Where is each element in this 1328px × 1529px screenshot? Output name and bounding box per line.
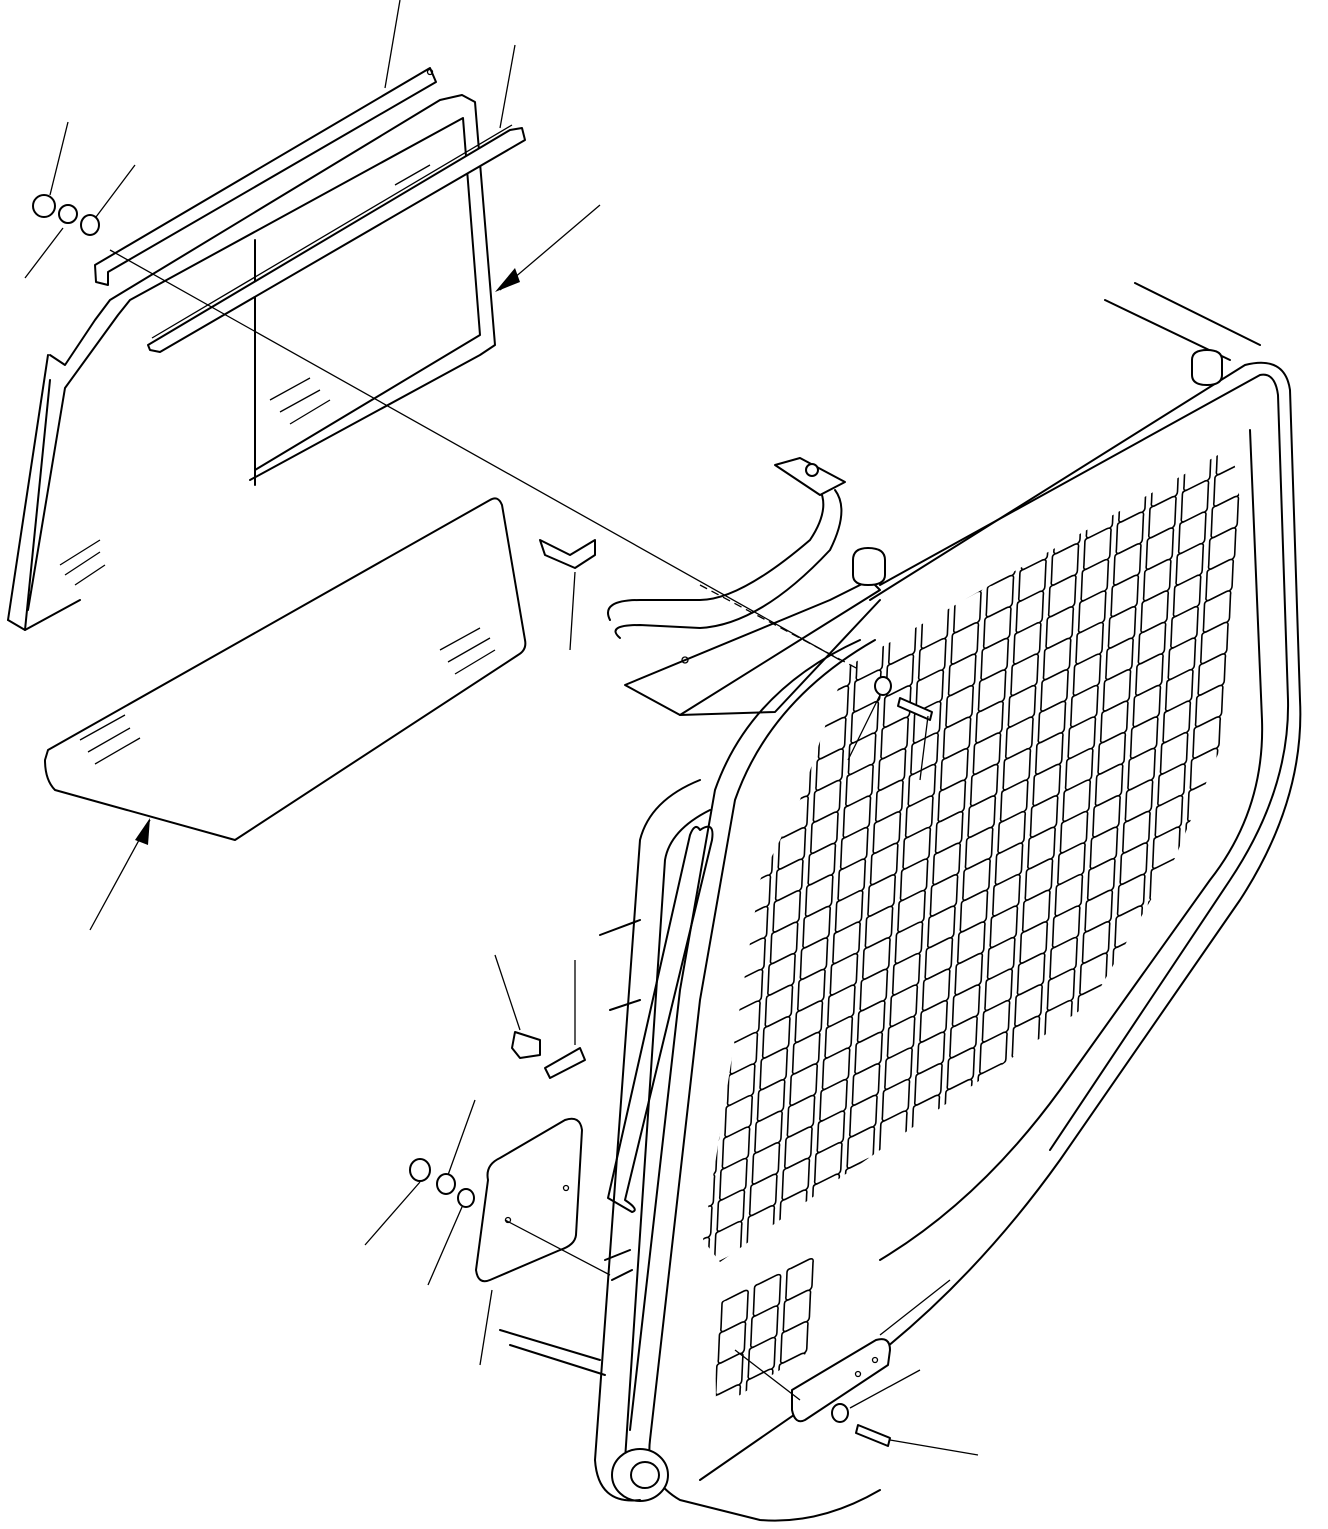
pivot-bushing <box>594 1448 669 1502</box>
mesh-cell <box>1179 873 1209 917</box>
mesh-cell <box>704 953 734 996</box>
lower-mesh-grid <box>710 1258 814 1457</box>
mesh-cell <box>864 1300 891 1341</box>
arrow-head <box>135 818 150 845</box>
mesh-cell <box>900 1220 930 1262</box>
mesh-cell <box>722 732 752 776</box>
mesh-cell <box>906 1157 936 1201</box>
mesh-cell <box>703 1110 721 1154</box>
mesh-cell <box>1171 968 1201 1011</box>
mesh-cell <box>867 1269 894 1310</box>
mesh-cell <box>908 1126 938 1169</box>
mesh-cell <box>710 1416 737 1457</box>
mesh-cell <box>1033 1125 1063 1169</box>
mesh-cell <box>669 1395 696 1436</box>
mesh-cell <box>1006 1078 1036 1122</box>
mesh-cell <box>835 1252 865 1262</box>
mesh-cell <box>703 1016 729 1059</box>
mesh-cell <box>703 1079 724 1122</box>
mesh-cell <box>1141 952 1171 996</box>
mesh-cell <box>672 1363 699 1404</box>
mesh-cell <box>834 1284 861 1325</box>
mesh-cell <box>1108 968 1138 1011</box>
mesh-cell <box>965 1188 995 1232</box>
mesh-cell <box>873 1173 903 1217</box>
mesh-cell <box>776 1220 806 1262</box>
mesh-cell <box>1103 1031 1133 1074</box>
mesh-cell <box>1123 1172 1153 1216</box>
mesh-cell <box>679 1269 706 1310</box>
mesh-cell <box>674 1332 701 1373</box>
mesh-cell <box>1095 1125 1125 1169</box>
mesh-cell <box>1106 999 1136 1043</box>
mesh-cell <box>1041 1031 1071 1075</box>
mesh-cell <box>743 1236 773 1262</box>
mesh-cell <box>703 984 731 1028</box>
mesh-cell <box>757 685 787 729</box>
arrow-head <box>495 268 520 292</box>
mesh-cell <box>938 1141 968 1185</box>
window-glass-lower <box>44 497 527 841</box>
mesh-cell <box>725 701 755 744</box>
mesh-cell <box>973 1094 1003 1138</box>
mesh-cell <box>1155 1157 1185 1200</box>
window-channel <box>94 67 526 353</box>
mesh-cell <box>930 1236 960 1262</box>
mesh-cell <box>993 1236 1023 1262</box>
mesh-cell <box>752 748 782 792</box>
mesh-cell <box>1176 905 1206 948</box>
mesh-cell <box>1133 1046 1163 1090</box>
mesh-cell <box>1138 983 1168 1027</box>
mesh-cell <box>785 732 815 776</box>
mesh-cell <box>1093 1157 1123 1200</box>
mesh-cell <box>841 1189 871 1232</box>
mesh-cell <box>1101 1062 1131 1106</box>
mesh-cell <box>787 701 817 744</box>
mesh-cell <box>742 1399 772 1410</box>
mesh-cell <box>1163 1062 1193 1106</box>
mesh-cell <box>903 1189 933 1232</box>
mesh-cell <box>838 1220 868 1262</box>
mesh-cell <box>1090 1188 1120 1232</box>
mesh-cell <box>1058 1204 1088 1248</box>
mesh-cell <box>1158 1125 1188 1169</box>
mesh-cell <box>1168 999 1198 1043</box>
mesh-cell <box>1098 1094 1128 1137</box>
mesh-cell <box>1160 1094 1190 1137</box>
hardware-parts <box>32 194 933 1447</box>
mesh-cell <box>747 811 777 855</box>
mesh-cell <box>832 1316 859 1357</box>
mesh-cell <box>898 1252 928 1262</box>
mesh-cell <box>1025 1220 1055 1262</box>
mesh-cell <box>971 1125 1001 1169</box>
mesh-cell <box>703 1236 711 1262</box>
mesh-cell <box>941 1110 971 1153</box>
mesh-cell <box>677 1300 704 1341</box>
mesh-cell <box>755 716 785 760</box>
mesh-cell <box>1181 842 1211 885</box>
mesh-cell <box>793 638 822 681</box>
mesh-cell <box>750 779 780 823</box>
mesh-cell <box>1001 1141 1030 1185</box>
mesh-cell <box>1125 1141 1155 1185</box>
mesh-cell <box>963 1220 993 1262</box>
grab-rail <box>607 825 714 1213</box>
mesh-cell <box>1131 1078 1160 1122</box>
mesh-cell <box>712 858 742 902</box>
mesh-cell <box>1128 1109 1158 1153</box>
mesh-cell <box>1136 1015 1166 1059</box>
mesh-cell <box>1060 1173 1090 1216</box>
mesh-cell <box>711 1252 741 1262</box>
mesh-cell <box>1144 920 1173 964</box>
leader-lines <box>24 0 979 1456</box>
top-bracket <box>607 349 1223 716</box>
mesh-cell <box>808 1204 838 1248</box>
mesh-cell <box>890 590 920 634</box>
mesh-cell <box>871 1204 900 1248</box>
mesh-cell <box>1166 1031 1196 1074</box>
mesh-cell <box>703 1047 726 1091</box>
